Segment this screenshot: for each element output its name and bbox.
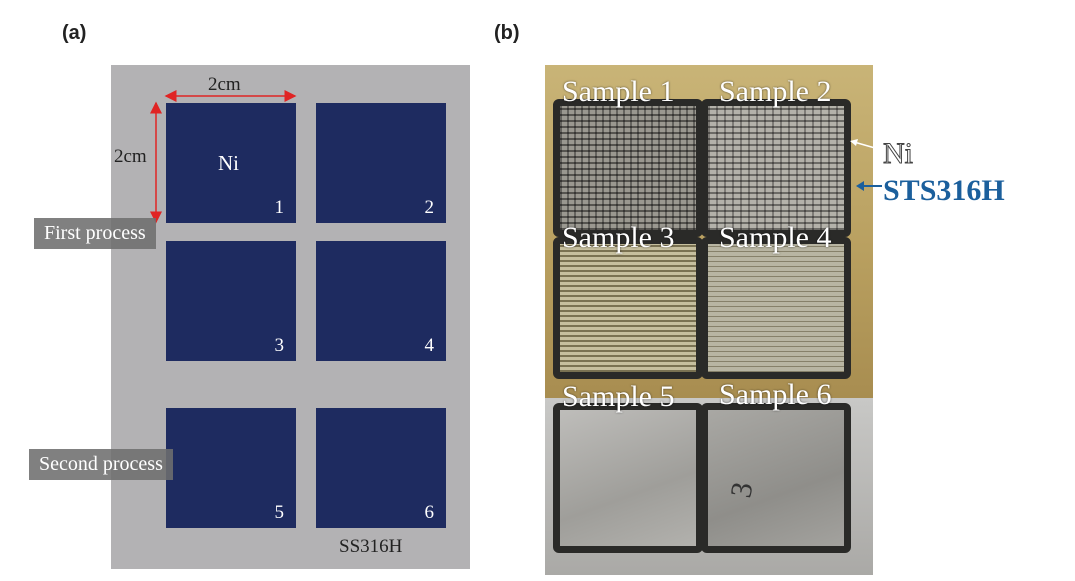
side-arrows	[850, 139, 883, 191]
sample-3-surface	[553, 237, 703, 379]
square-number: 5	[274, 502, 285, 523]
square-number: 3	[274, 335, 285, 356]
square-3: 3	[166, 241, 296, 361]
sample-6-label: Sample 6	[719, 378, 832, 411]
first-process-label: First process	[34, 218, 156, 249]
width-label: 2cm	[208, 74, 241, 95]
sample-4-surface	[701, 237, 851, 379]
square-number: 4	[424, 335, 435, 356]
sample-4-label: Sample 4	[719, 221, 832, 254]
sample-5-label: Sample 5	[562, 380, 675, 413]
square-4: 4	[316, 241, 446, 361]
square-6: 6	[316, 408, 446, 528]
sample-1-surface	[553, 99, 703, 237]
sample-5-surface	[553, 403, 703, 553]
sts-pointer-head	[856, 181, 864, 191]
panel-a-label: (a)	[62, 22, 87, 44]
sample-3-label: Sample 3	[562, 221, 675, 254]
square-number: 1	[274, 197, 285, 218]
height-label: 2cm	[114, 146, 147, 167]
sample-photo: 3 Sample 1 Sample 2 Sample 3 Sample 4 Sa…	[545, 65, 873, 575]
square-5: 5	[166, 408, 296, 528]
square-number: 2	[424, 197, 435, 218]
ni-side-label: Ni	[883, 137, 914, 171]
ni-pointer-line	[853, 141, 883, 151]
second-process-label: Second process	[29, 449, 173, 480]
sts316h-side-label: STS316H	[883, 174, 1005, 207]
ni-pointer-head	[850, 139, 858, 146]
sample-2-label: Sample 2	[719, 75, 832, 108]
sample-2-surface	[701, 99, 851, 237]
sample-1-label: Sample 1	[562, 75, 675, 108]
sample-6-surface	[701, 403, 851, 553]
substrate-label: SS316H	[339, 536, 403, 557]
ni-label: Ni	[218, 151, 239, 175]
panel-b-label: (b)	[494, 22, 520, 44]
substrate-plate: Ni 1 2 3 4 5 6 SS316H	[111, 65, 470, 569]
square-2: 2	[316, 103, 446, 223]
square-1: Ni 1	[166, 103, 296, 223]
square-number: 6	[424, 502, 435, 523]
